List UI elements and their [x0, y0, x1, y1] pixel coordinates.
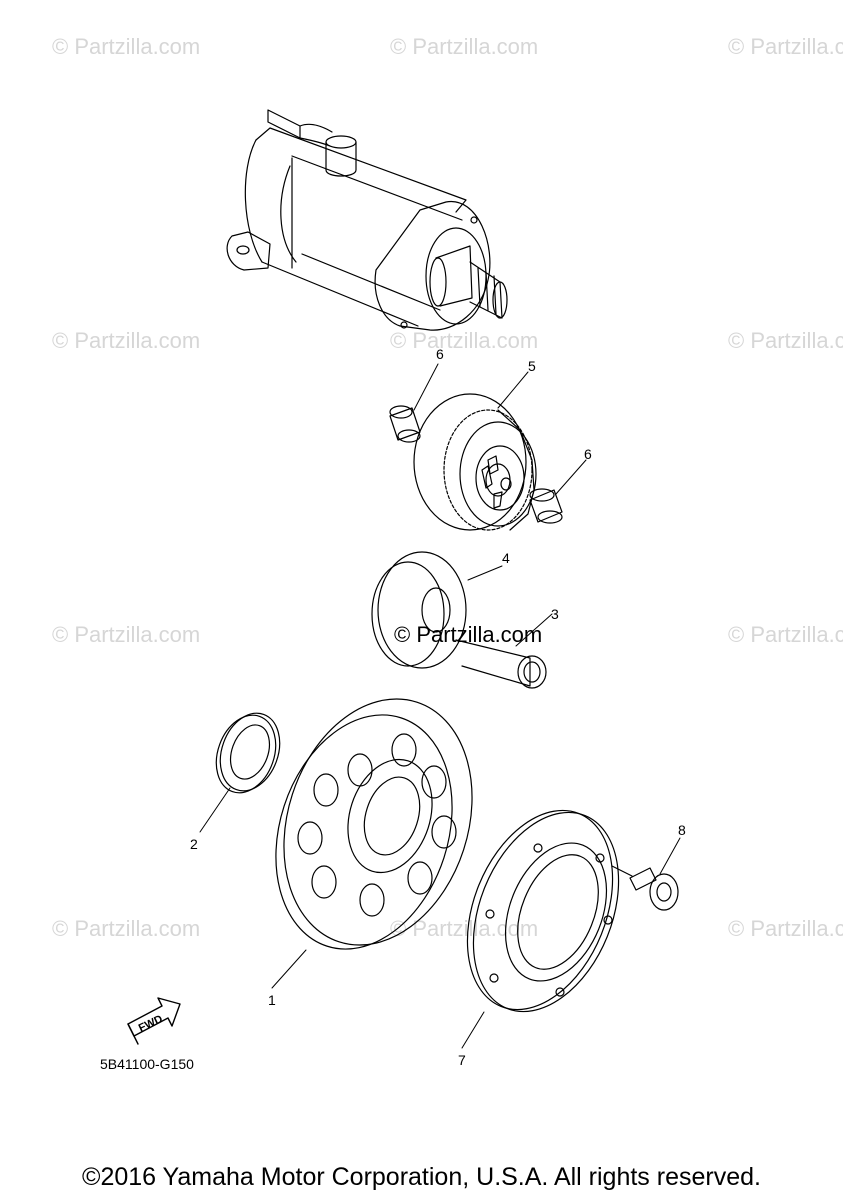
watermark: © Partzilla.com [390, 34, 539, 59]
callout-5: 5 [528, 358, 536, 374]
callout-6: 6 [584, 446, 592, 462]
callout-8: 8 [678, 822, 686, 838]
callout-2: 2 [190, 836, 198, 852]
diagram-code: 5B41100-G150 [100, 1056, 194, 1072]
watermark: © Partzilla.com [390, 328, 539, 353]
watermark: © Partzilla.com [390, 916, 539, 941]
part-3-shaft [455, 639, 547, 689]
fwd-label: FWD [137, 1013, 165, 1034]
part-8-bolt [611, 865, 679, 911]
copyright-text: ©2016 Yamaha Motor Corporation, U.S.A. A… [82, 1163, 761, 1191]
part-6-collar-left [389, 405, 421, 443]
callout-6: 6 [436, 346, 444, 362]
part-6-collar-right [529, 488, 563, 524]
leader-lines [199, 363, 681, 1049]
watermark: © Partzilla.com [52, 328, 201, 353]
part-4-gear [371, 551, 467, 669]
callout-4: 4 [502, 550, 510, 566]
watermark: © Partzilla.com [728, 34, 843, 59]
callout-3: 3 [551, 606, 559, 622]
watermark: © Partzilla.com [52, 34, 201, 59]
fwd-arrow-icon: FWD [127, 997, 181, 1045]
watermark: © Partzilla.com [728, 328, 843, 353]
watermark: © Partzilla.com [52, 916, 201, 941]
part-5-idler-gear [413, 393, 537, 531]
watermark: © Partzilla.com [52, 622, 201, 647]
callout-7: 7 [458, 1052, 466, 1068]
part-2-washer [215, 712, 281, 794]
part-7-one-way-clutch [466, 809, 620, 1013]
part-1-starter-gear [275, 698, 473, 950]
starter-motor [226, 109, 508, 331]
watermark-center: © Partzilla.com [394, 622, 543, 647]
watermark: © Partzilla.com [728, 916, 843, 941]
callout-1: 1 [268, 992, 276, 1008]
watermark: © Partzilla.com [728, 622, 843, 647]
